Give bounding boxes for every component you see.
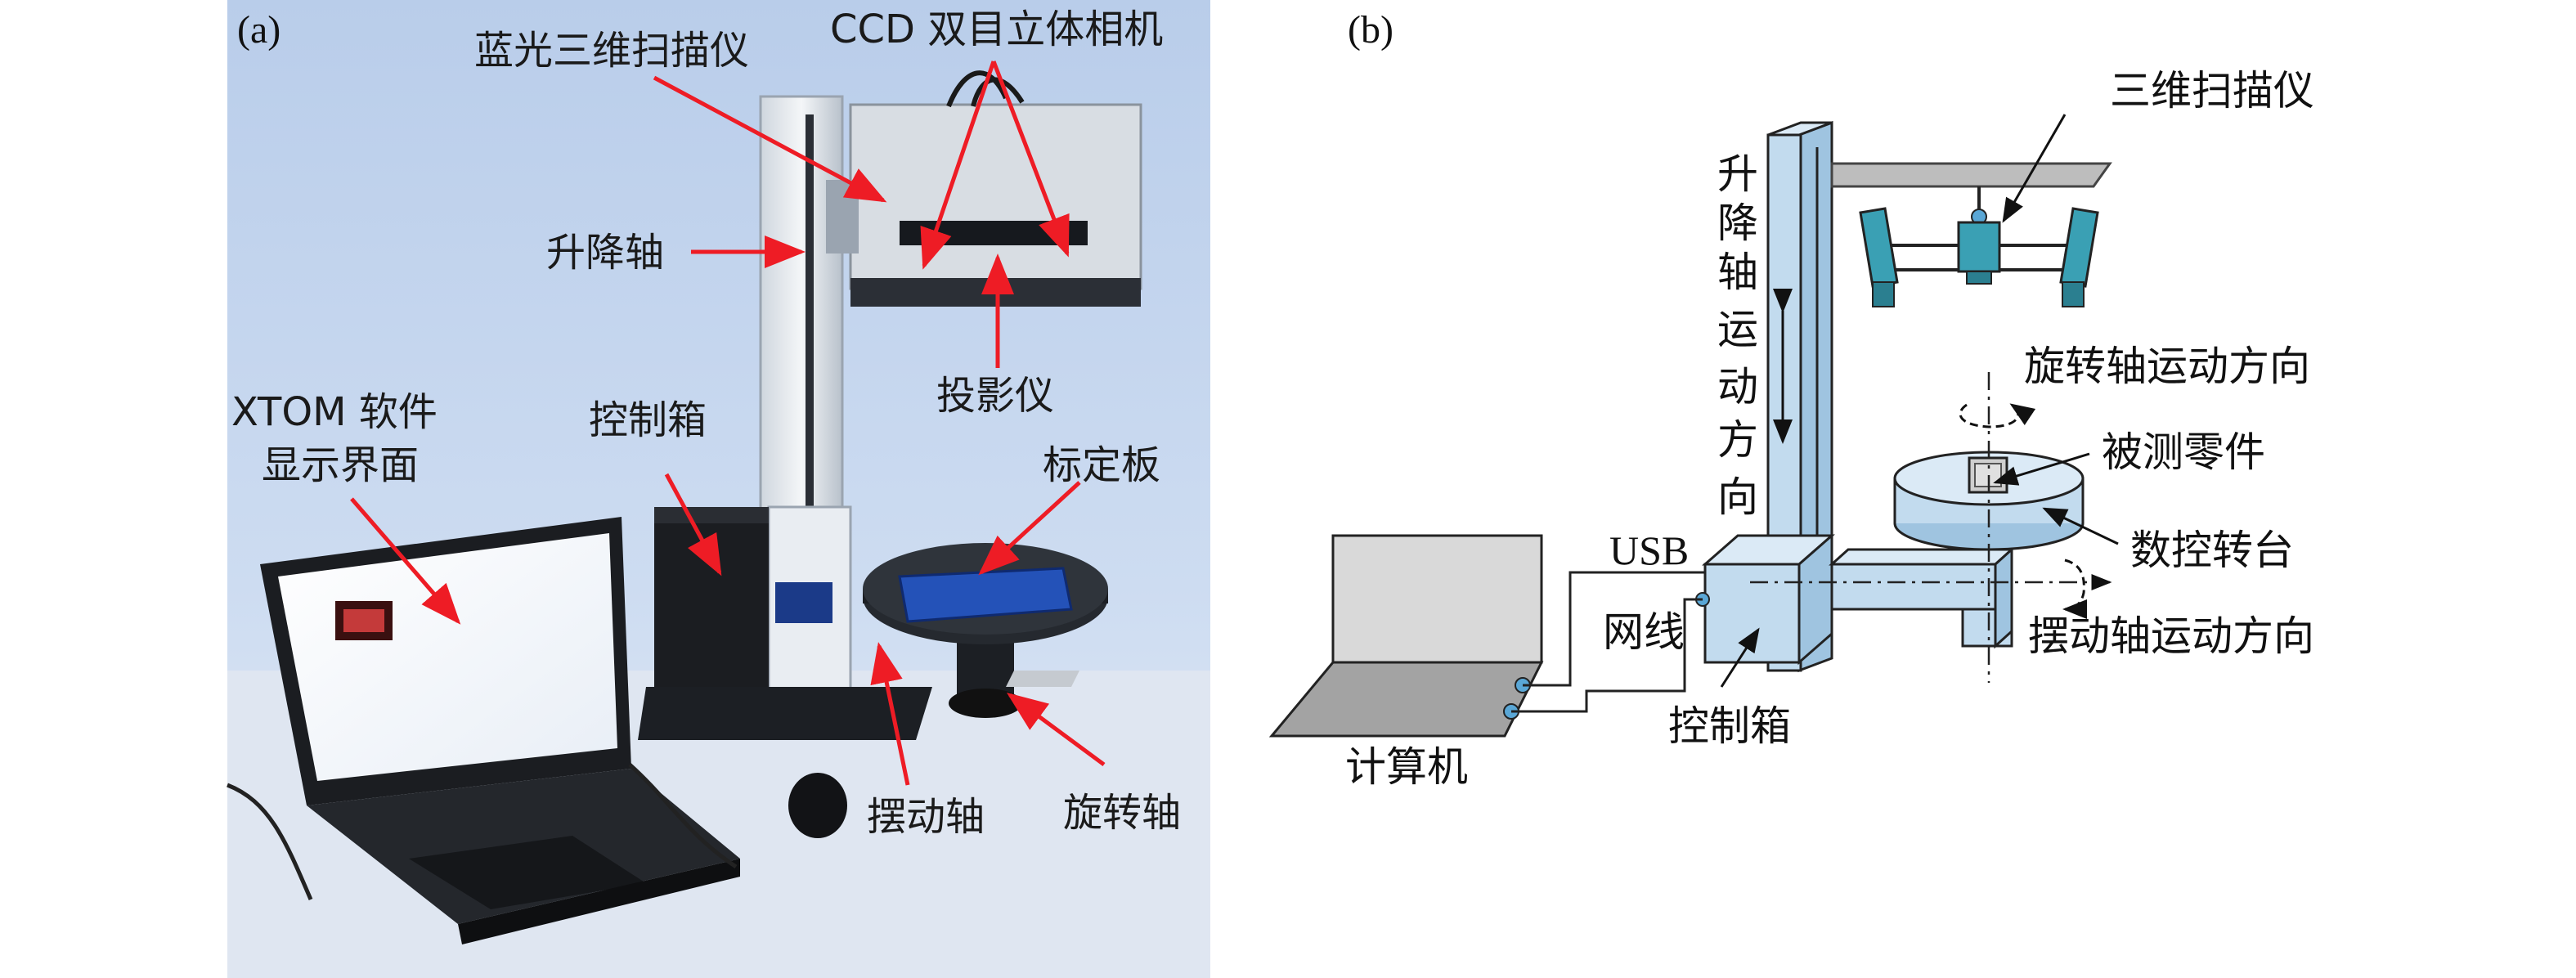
lift-motion-char-2: 轴 [1717, 249, 1758, 296]
column-logo [775, 582, 832, 623]
lift-motion-char-4: 动 [1717, 363, 1758, 410]
usb-cable [1523, 571, 1705, 687]
label-calibration-board: 标定板 [1043, 442, 1160, 488]
panel-a: (a) 蓝光三维扫描仪 CCD 双目立体相机 升降轴 投影仪 XTOM 软件 显… [227, 0, 1210, 978]
label-computer-b: 计算机 [1345, 743, 1468, 791]
label-control-box: 控制箱 [589, 397, 707, 443]
panel-b: (b) [1268, 8, 2314, 791]
lift-motion-char-5: 方 [1717, 416, 1758, 464]
arrow-software [350, 497, 461, 625]
label-turntable-b: 数控转台 [2130, 527, 2294, 574]
label-blue-scanner: 蓝光三维扫描仪 [474, 28, 749, 74]
panel-a-letter: (a) [237, 8, 280, 52]
label-projector: 投影仪 [936, 373, 1054, 419]
label-software-line1: XTOM 软件 [231, 389, 438, 435]
scanner-b [1859, 186, 2099, 307]
blue-light-scanner [826, 70, 1142, 307]
base-plate [638, 687, 932, 740]
laptop [260, 517, 740, 944]
annotation-arrows-a [350, 61, 1106, 786]
computer-b [1268, 534, 1544, 738]
network-cable [1511, 598, 1703, 713]
arrow-blue-scanner [653, 75, 887, 203]
label-control-box-b: 控制箱 [1668, 702, 1791, 750]
arrow-ccd-left [920, 61, 996, 270]
label-lift-axis: 升降轴 [546, 230, 664, 276]
lift-motion-char-1: 降 [1717, 200, 1758, 247]
scanner-arm [1830, 162, 2112, 188]
arrow-ccd-right [991, 61, 1070, 258]
label-network-b: 网线 [1603, 608, 1685, 656]
arrow-turntable [2042, 507, 2119, 545]
mouse [788, 773, 847, 838]
lift-motion-char-0: 升 [1717, 150, 1758, 198]
label-rotation-motion-b: 旋转轴运动方向 [2024, 343, 2310, 390]
lift-motion-char-3: 运 [1717, 306, 1758, 353]
rotation-motion-arc [1959, 403, 2036, 428]
laptop-screen [278, 533, 617, 781]
arrow-control-box-b [1720, 627, 1760, 688]
label-lift-motion-b: 升 降 轴 运 动 方 向 [1717, 150, 1758, 521]
label-rotation-axis: 旋转轴 [1063, 790, 1181, 836]
computer-screen-b [1331, 534, 1543, 664]
swing-arm-b [1829, 546, 2015, 649]
arrow-control-box [664, 473, 722, 576]
label-scanner-b: 三维扫描仪 [2110, 67, 2314, 114]
computer-keyboard-b [1268, 661, 1544, 738]
lift-motion-char-6: 向 [1717, 473, 1758, 521]
lift-column [759, 95, 844, 556]
label-part-b: 被测零件 [2102, 428, 2265, 476]
label-swing-motion-b: 摆动轴运动方向 [2028, 612, 2314, 660]
control-box [654, 517, 769, 705]
label-usb-b: USB [1609, 527, 1689, 573]
label-software-line2: 显示界面 [262, 442, 419, 488]
arrow-scanner [2002, 114, 2067, 223]
label-swing-axis: 摆动轴 [867, 794, 985, 840]
arrow-part [1993, 452, 2090, 486]
lift-column-slot [806, 114, 814, 523]
swing-motion-arc [2062, 559, 2088, 619]
arrow-rotation-axis [1006, 693, 1106, 767]
arrow-swing-axis [870, 642, 910, 786]
turntable [863, 543, 1108, 718]
panel-b-letter: (b) [1348, 8, 1393, 52]
label-ccd-camera: CCD 双目立体相机 [830, 7, 1163, 52]
control-box-top [654, 507, 769, 523]
control-box-b [1695, 532, 1835, 666]
arrow-calibration-board [978, 481, 1081, 576]
